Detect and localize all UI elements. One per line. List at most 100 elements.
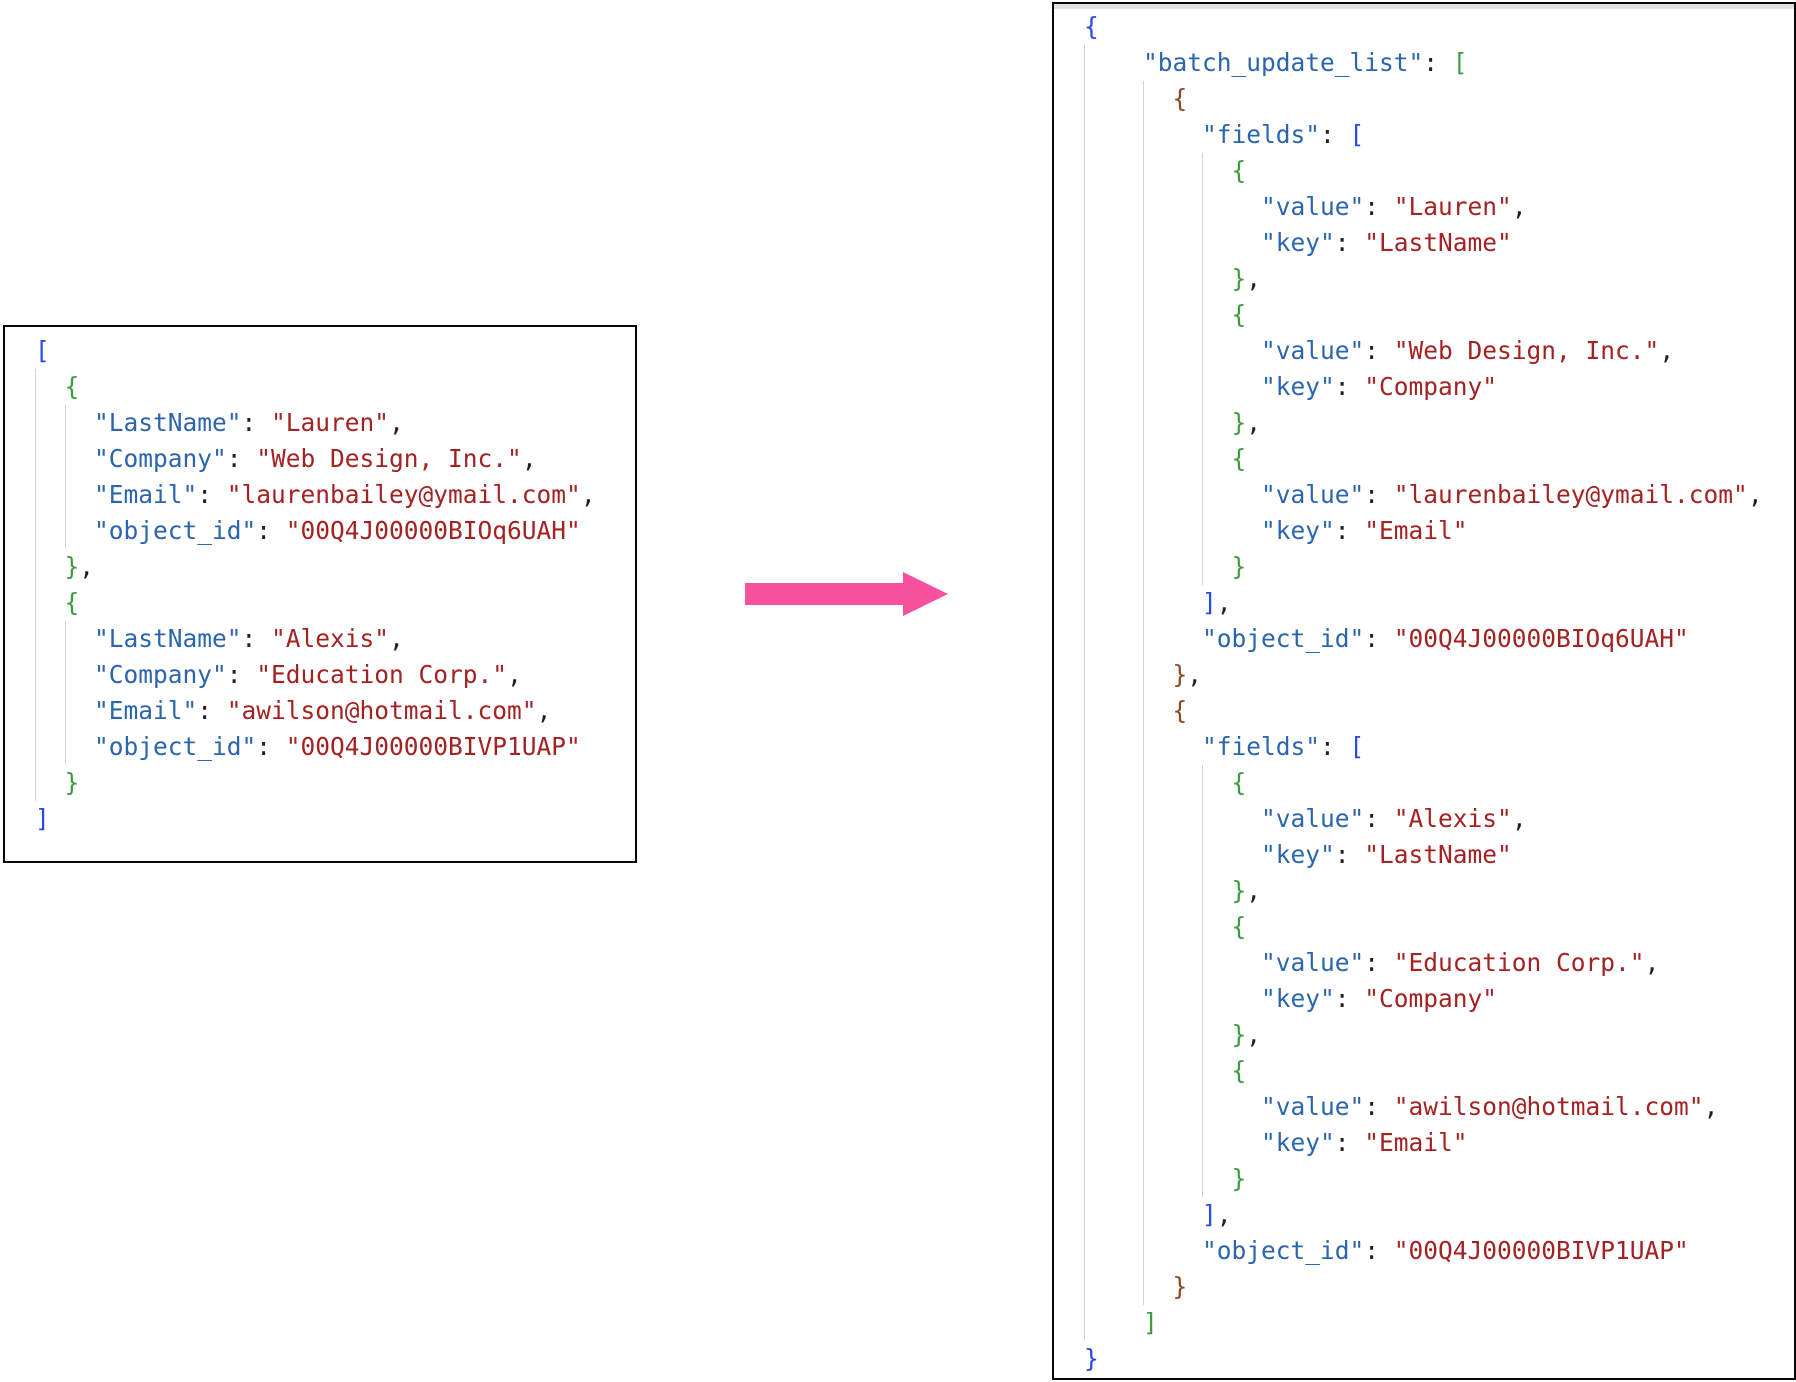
- indent-guide: [1143, 1161, 1144, 1197]
- indent-guide: [1143, 801, 1144, 837]
- code-token: "laurenbailey@ymail.com": [226, 480, 581, 509]
- code-token: "fields": [1202, 732, 1321, 761]
- code-token: :: [1364, 480, 1394, 509]
- indent-guide: [1143, 981, 1144, 1017]
- code-token: [1084, 1056, 1232, 1085]
- code-token: ,: [1246, 1020, 1262, 1049]
- code-token: [1084, 1128, 1261, 1157]
- code-line: {: [1084, 765, 1794, 801]
- code-token: }: [1231, 552, 1247, 581]
- code-token: :: [1334, 840, 1365, 869]
- code-line: "fields": [: [1084, 117, 1794, 153]
- code-token: "Web Design, Inc.": [256, 444, 522, 473]
- code-token: [1084, 804, 1261, 833]
- indent-guide: [1143, 693, 1144, 729]
- indent-guide: [64, 729, 66, 765]
- code-line: {: [1084, 441, 1794, 477]
- code-token: "Alexis": [1393, 804, 1512, 833]
- indent-guide: [1084, 369, 1085, 405]
- indent-guide: [64, 621, 66, 657]
- indent-guide: [64, 693, 66, 729]
- code-line: ]: [35, 801, 635, 837]
- code-line: "Email": "awilson@hotmail.com",: [35, 693, 635, 729]
- code-token: [: [35, 336, 50, 365]
- code-token: :: [1320, 732, 1350, 761]
- indent-guide: [1202, 765, 1203, 801]
- indent-guide: [1084, 1269, 1085, 1305]
- code-token: :: [1364, 1236, 1394, 1265]
- code-line: "key": "Company": [1084, 369, 1794, 405]
- code-token: }: [64, 768, 80, 797]
- code-token: :: [256, 516, 286, 545]
- indent-guide: [1084, 621, 1085, 657]
- code-line: "LastName": "Lauren",: [35, 405, 635, 441]
- code-line: "value": "Web Design, Inc.",: [1084, 333, 1794, 369]
- code-token: {: [64, 588, 80, 617]
- code-token: :: [1364, 192, 1394, 221]
- code-token: :: [1334, 1128, 1365, 1157]
- code-token: [1084, 156, 1232, 185]
- code-line: "key": "LastName": [1084, 225, 1794, 261]
- code-token: [35, 552, 65, 581]
- code-token: [1084, 84, 1173, 113]
- code-token: "object_id": [94, 516, 257, 545]
- code-token: "Email": [1364, 516, 1468, 545]
- code-token: [: [1349, 120, 1365, 149]
- indent-guide: [35, 441, 36, 477]
- indent-guide: [1084, 225, 1085, 261]
- code-token: "00Q4J00000BIVP1UAP": [1393, 1236, 1689, 1265]
- code-token: "value": [1261, 1092, 1365, 1121]
- code-line: "key": "Company": [1084, 981, 1794, 1017]
- code-token: :: [256, 732, 286, 761]
- code-token: [1084, 516, 1261, 545]
- indent-guide: [1084, 981, 1085, 1017]
- code-token: [1084, 264, 1232, 293]
- code-token: [1084, 948, 1261, 977]
- indent-guide: [1143, 261, 1144, 297]
- indent-guide: [1084, 153, 1085, 189]
- indent-guide: [1143, 1053, 1144, 1089]
- indent-guide: [1202, 801, 1203, 837]
- indent-guide: [35, 513, 36, 549]
- code-line: "key": "LastName": [1084, 837, 1794, 873]
- code-line: },: [1084, 405, 1794, 441]
- code-line: }: [1084, 1269, 1794, 1305]
- indent-guide: [1143, 333, 1144, 369]
- indent-guide: [35, 477, 36, 513]
- indent-guide: [1084, 1305, 1085, 1341]
- indent-guide: [1143, 405, 1144, 441]
- indent-guide: [1084, 765, 1085, 801]
- indent-guide: [1143, 657, 1144, 693]
- indent-guide: [1143, 477, 1144, 513]
- code-token: {: [1231, 444, 1247, 473]
- code-token: "object_id": [1202, 1236, 1365, 1265]
- indent-guide: [1143, 117, 1144, 153]
- code-token: "object_id": [1202, 624, 1365, 653]
- code-token: "value": [1261, 336, 1365, 365]
- code-token: [1084, 1272, 1173, 1301]
- code-line: },: [1084, 873, 1794, 909]
- indent-guide: [1143, 549, 1144, 585]
- indent-guide: [1084, 1233, 1085, 1269]
- indent-guide: [1084, 657, 1085, 693]
- code-line: {: [1084, 9, 1794, 45]
- code-token: :: [1320, 120, 1350, 149]
- indent-guide: [1143, 909, 1144, 945]
- indent-guide: [1202, 1161, 1203, 1197]
- indent-guide: [1143, 441, 1144, 477]
- indent-guide: [1202, 333, 1203, 369]
- code-line: "fields": [: [1084, 729, 1794, 765]
- code-token: {: [1231, 912, 1247, 941]
- code-token: "Web Design, Inc.": [1393, 336, 1660, 365]
- indent-guide: [64, 477, 66, 513]
- indent-guide: [1084, 729, 1085, 765]
- source-json-panel: [ { "LastName": "Lauren", "Company": "We…: [3, 325, 637, 863]
- indent-guide: [64, 441, 66, 477]
- code-token: }: [1172, 1272, 1188, 1301]
- indent-guide: [35, 693, 36, 729]
- code-token: {: [1172, 84, 1188, 113]
- indent-guide: [1202, 1053, 1203, 1089]
- code-token: ,: [1703, 1092, 1719, 1121]
- indent-guide: [1202, 1017, 1203, 1053]
- indent-guide: [1143, 1125, 1144, 1161]
